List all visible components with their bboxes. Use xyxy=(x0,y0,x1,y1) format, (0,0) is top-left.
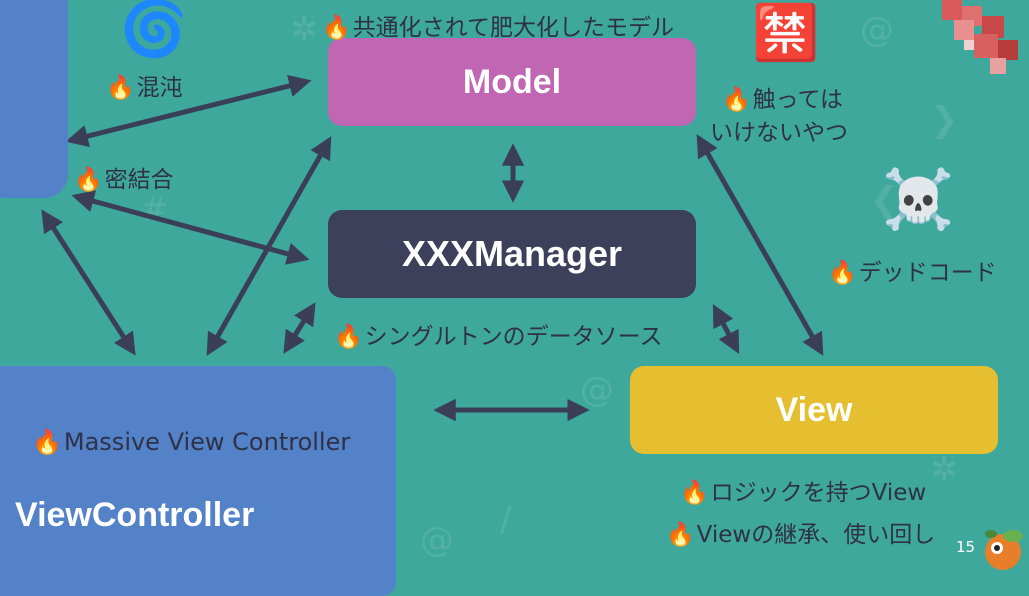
fire-icon: 🔥 xyxy=(722,87,751,113)
bg-decoration: ❯ xyxy=(930,100,959,140)
prohibited-icon: 🈲 xyxy=(752,1,820,64)
dont-touch-label-2: いけないやつ xyxy=(710,120,848,146)
fire-icon: 🔥 xyxy=(74,167,103,193)
arrow-manager-viewcontroller xyxy=(283,302,316,354)
fire-icon: 🔥 xyxy=(322,15,351,41)
bg-decoration: @ xyxy=(860,10,894,50)
character-icon xyxy=(985,530,1023,570)
viewcontroller-box: ViewController xyxy=(0,366,396,596)
bg-decoration: ❮ xyxy=(870,180,899,220)
fire-icon: 🔥 xyxy=(334,324,363,350)
slide-number: 15 xyxy=(956,538,976,556)
logic-view-label: 🔥ロジックを持つView xyxy=(680,480,927,506)
bg-decoration: ✲ xyxy=(290,10,319,50)
fire-icon: 🔥 xyxy=(680,480,709,506)
model-box: Model xyxy=(328,38,696,126)
cyclone-icon: 🌀 xyxy=(120,0,188,60)
bg-decoration: / xyxy=(500,500,512,540)
left-partial-box xyxy=(0,0,68,198)
fire-icon: 🔥 xyxy=(666,522,695,548)
model-title: Model xyxy=(462,62,562,101)
model-note-label: 🔥共通化されて肥大化したモデル xyxy=(322,15,674,41)
skull-crossbones-icon: ☠️ xyxy=(882,165,955,233)
massive-vc-label: 🔥Massive View Controller xyxy=(32,428,351,456)
view-box: View xyxy=(630,366,998,454)
fire-icon: 🔥 xyxy=(32,428,62,456)
connection-arrows xyxy=(41,74,824,422)
fire-icon: 🔥 xyxy=(828,260,857,286)
arrow-left-viewcontroller xyxy=(41,209,136,356)
manager-box: XXXManager xyxy=(328,210,696,298)
bg-decoration: @ xyxy=(420,520,454,560)
dont-touch-label: 🔥触っては xyxy=(722,87,844,113)
manager-title: XXXManager xyxy=(401,233,623,274)
dead-code-label: 🔥デッドコード xyxy=(828,260,997,286)
view-title: View xyxy=(775,390,853,429)
fire-icon: 🔥 xyxy=(106,75,135,101)
arrow-model-view xyxy=(696,134,824,356)
bg-decoration: ✲ xyxy=(930,450,959,490)
view-inheritance-label: 🔥Viewの継承、使い回し xyxy=(666,522,936,548)
singleton-label: 🔥シングルトンのデータソース xyxy=(334,324,663,350)
arrow-model-viewcontroller xyxy=(206,136,332,356)
arrow-manager-view xyxy=(712,304,740,354)
arrow-left-model xyxy=(65,74,312,148)
chaos-label: 🔥混沌 xyxy=(106,75,183,101)
pixel-sprite-icon xyxy=(942,0,1018,74)
viewcontroller-title: ViewController xyxy=(15,496,255,534)
tight-coupling-label: 🔥密結合 xyxy=(74,167,174,193)
